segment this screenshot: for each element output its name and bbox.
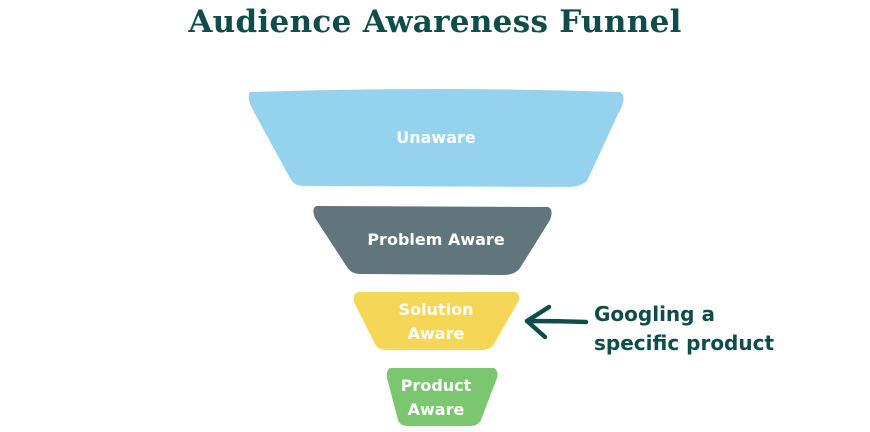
page-title: Audience Awareness Funnel [188,4,682,40]
funnel-stage-solution-aware [353,292,520,350]
arrow-icon [524,304,589,340]
stage-label-problem-aware: Problem Aware [367,230,505,249]
stage-label-unaware: Unaware [396,128,476,147]
stage-label-product-aware: Product Aware [400,376,472,419]
funnel-stage-unaware [248,89,624,187]
stage-label-solution-aware: Solution Aware [398,300,474,343]
annotation-text: Googling a specific product [594,302,775,355]
funnel-stage-problem-aware [313,206,552,275]
funnel-stage-product-aware [386,368,498,426]
